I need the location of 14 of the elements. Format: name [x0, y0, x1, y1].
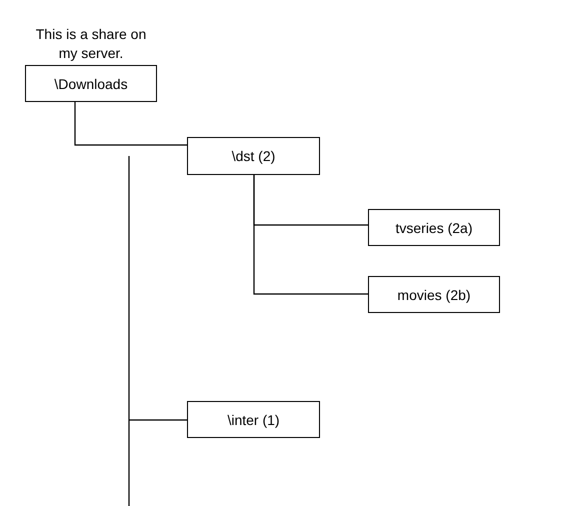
folder-name: \dst (2)	[232, 148, 276, 164]
folder-box	[25, 65, 157, 102]
folder-box	[187, 401, 320, 438]
folder-name: \inter (1)	[227, 412, 280, 428]
caption-note: This is a share on my server.	[35, 25, 147, 63]
connector-line	[74, 102, 187, 146]
connector-line	[253, 175, 368, 295]
connector-line	[128, 155, 188, 506]
folder-name: movies (2b)	[397, 286, 471, 302]
folder-box	[368, 276, 500, 313]
folder-name: \Downloads	[54, 76, 128, 92]
folder-name: tvseries (2a)	[395, 220, 473, 236]
folder-box	[187, 137, 320, 175]
folder-box	[368, 209, 500, 246]
